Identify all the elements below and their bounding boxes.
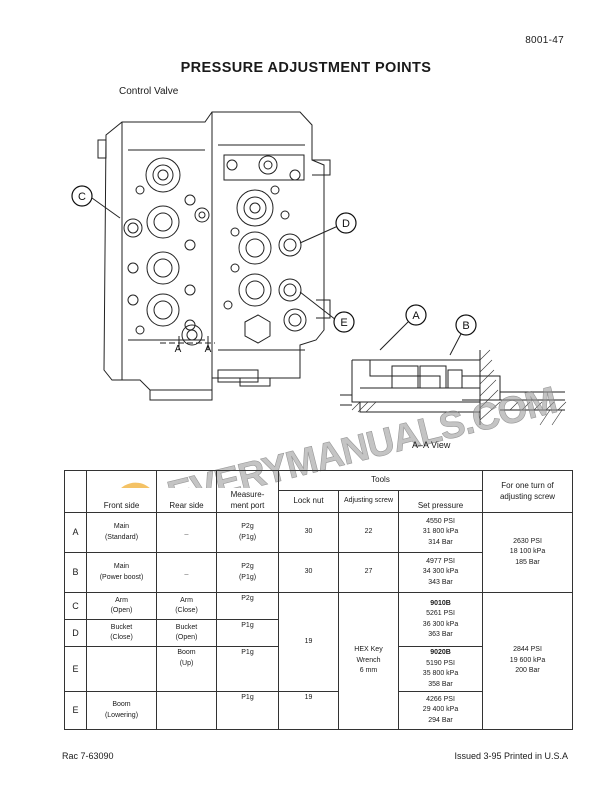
header-set-pressure: Set pressure (397, 490, 484, 513)
rear-side-cell: _ (156, 512, 217, 553)
rear-side-cell (156, 691, 217, 730)
row-label: C (64, 592, 87, 620)
pressure-table: Front side Rear side Measure- ment port … (64, 470, 574, 730)
section-mark-left: A (175, 344, 182, 355)
table-header-row: Front side Rear side Measure- ment port … (64, 470, 574, 513)
set-pressure-cell-9020b: 9020B 5190 PSI 35 800 kPa 358 Bar (397, 646, 484, 692)
adjusting-screw-cell: 22 (338, 512, 399, 553)
callout-b: B (462, 320, 469, 332)
everymanuals-watermark: E EVERYMANUALS.COM (113, 379, 558, 488)
one-turn-cell-ab: 2630 PSI 18 100 kPa 185 Bar (482, 512, 574, 593)
table-row: A Main (Standard) _ P2g (P1g) 30 22 4550… (64, 512, 574, 593)
row-label: B (64, 552, 87, 593)
header-rear-side: Rear side (156, 470, 217, 513)
adjusting-screw-cell-cde: HEX Key Wrench 6 mm (338, 592, 399, 730)
port-cell: P1g (216, 646, 279, 692)
header-measurement-port: Measure- ment port (216, 470, 279, 513)
footer-issue-info: Issued 3-95 Printed in U.S.A (454, 751, 568, 761)
set-pressure-cell: 4550 PSI 31 800 kPa 314 Bar (397, 512, 484, 553)
rear-side-cell: Bucket (Open) (156, 619, 217, 647)
port-cell: P1g (216, 619, 279, 647)
front-side-cell (86, 646, 157, 692)
values-9010b: 5261 PSI 36 300 kPa 363 Bar (422, 610, 459, 638)
header-lock-nut: Lock nut (278, 490, 339, 513)
header-one-turn: For one turn of adjusting screw (482, 470, 574, 513)
front-side-cell: Main (Power boost) (86, 552, 157, 593)
row-label: A (64, 512, 87, 553)
rear-side-cell: Arm (Close) (156, 592, 217, 620)
one-turn-cell-cde: 2844 PSI 19 600 kPa 200 Bar (482, 592, 574, 730)
table-row: D Bucket (Close) Bucket (Open) P1g (64, 619, 573, 647)
callout-e: E (340, 317, 347, 329)
values-9020b: 5190 PSI 35 800 kPa 358 Bar (422, 659, 459, 688)
set-pressure-cell: 4266 PSI 29 400 kPa 294 Bar (397, 691, 484, 730)
table-row: E Boom (Lowering) P1g 19 4266 PSI 29 400… (64, 691, 573, 730)
model-9020b: 9020B (430, 649, 451, 656)
header-front-side: Front side (86, 470, 157, 513)
figure-subtitle: Control Valve (119, 86, 179, 97)
control-valve-illustration: C D E A B A A (71, 111, 567, 426)
header-tools: Tools (277, 470, 484, 491)
callout-c: C (78, 191, 86, 203)
front-side-cell: Arm (Open) (86, 592, 157, 620)
callout-d: D (342, 218, 350, 230)
header-adjusting-screw: Adjusting screw (338, 490, 399, 513)
row-label: E (64, 691, 87, 730)
set-pressure-cell: 4977 PSI 34 300 kPa 343 Bar (397, 552, 484, 593)
port-cell: P2g (216, 592, 279, 620)
front-side-cell: Boom (Lowering) (86, 691, 157, 730)
section-mark-right: A (205, 344, 212, 355)
callout-a: A (412, 310, 420, 322)
row-label: E (64, 646, 87, 692)
lock-nut-cell-cde: 19 (278, 592, 339, 692)
set-pressure-cell-9010b: 9010B 5261 PSI 36 300 kPa 363 Bar (397, 592, 484, 647)
footer-document-number: Rac 7-63090 (62, 751, 114, 761)
port-cell: P2g (P1g) (216, 552, 279, 593)
front-side-cell: Bucket (Close) (86, 619, 157, 647)
port-cell: P1g (216, 691, 279, 730)
lock-nut-cell: 19 (278, 691, 339, 730)
rear-side-cell: Boom (Up) (156, 646, 217, 692)
rear-side-cell: _ (156, 552, 217, 593)
table-subheader-row: Lock nut Adjusting screw Set pressure (65, 490, 573, 513)
view-label: A–A View (412, 440, 451, 450)
front-side-cell: Main (Standard) (86, 512, 157, 553)
model-9010b: 9010B (430, 599, 451, 607)
page-title: PRESSURE ADJUSTMENT POINTS (180, 60, 432, 76)
row-label: D (64, 619, 87, 647)
table-row: C Arm (Open) Arm (Close) P2g 19 HEX Key … (64, 592, 574, 730)
lock-nut-cell: 30 (278, 552, 339, 593)
adjusting-screw-cell: 27 (338, 552, 399, 593)
lock-nut-cell: 30 (278, 512, 339, 553)
port-cell: P2g (P1g) (216, 512, 279, 553)
page-number: 8001-47 (525, 35, 564, 46)
